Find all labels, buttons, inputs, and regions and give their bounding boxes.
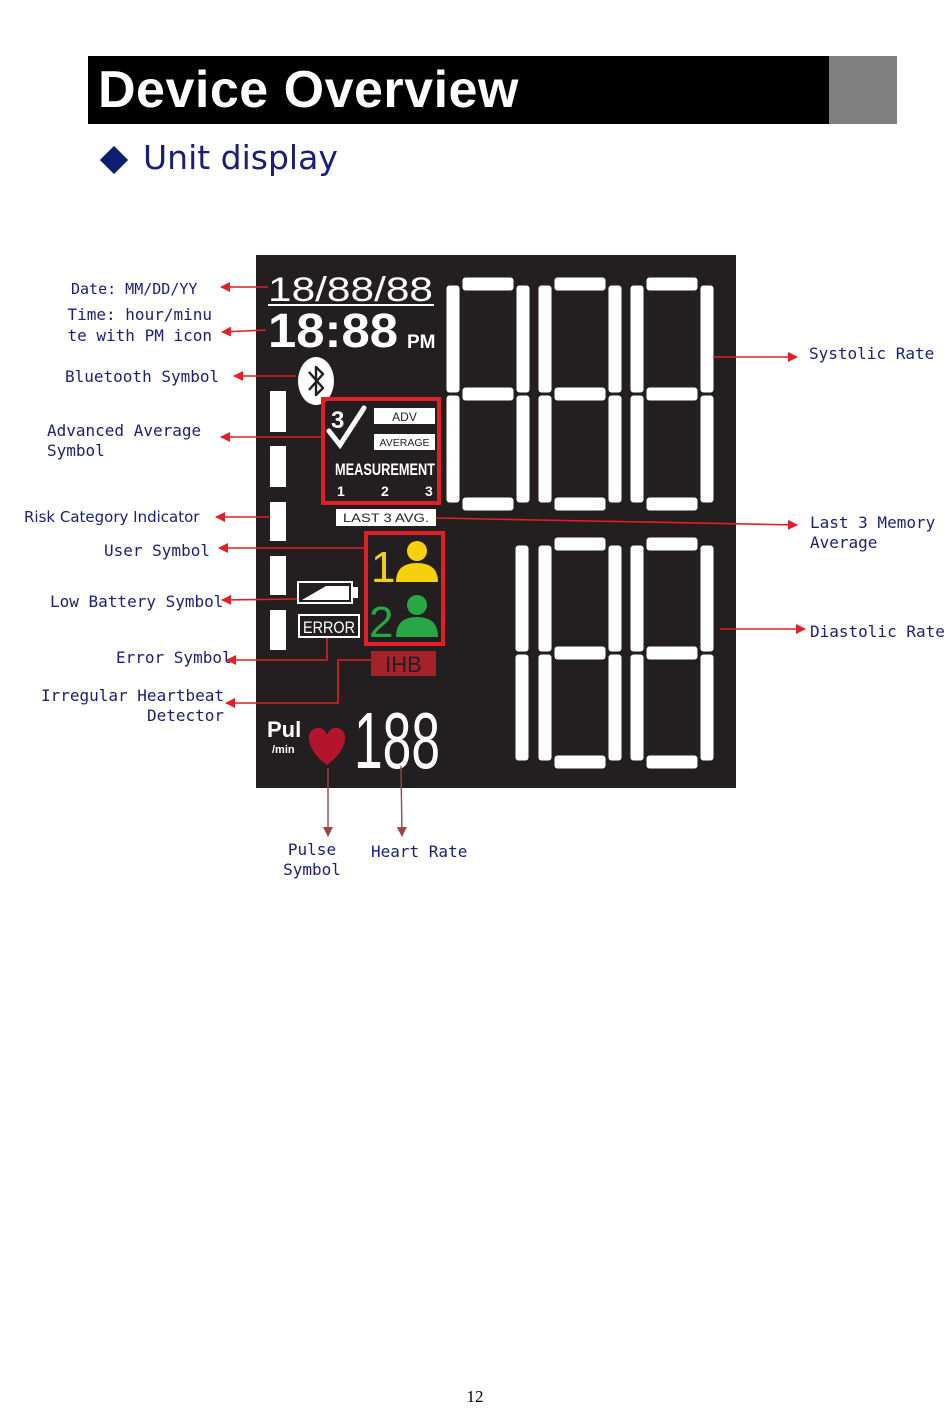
date-callout: Date: MM/DD/YY [71,280,198,298]
checkmark-icon [326,405,367,450]
bluetooth-icon [298,357,334,405]
systolic-digit-3 [630,277,714,511]
title-banner: Device Overview [88,56,829,124]
last3-avg-label: LAST 3 AVG. [343,511,429,525]
check-count: 3 [331,407,344,434]
error-callout: Error Symbol [116,648,232,667]
risk-category-indicator [270,391,286,650]
measurement-label: MEASUREMENT [335,460,435,479]
user-symbol: 1 2 [364,531,445,647]
last3-callout-line1: Last 3 Memory [810,513,936,532]
average-label: AVERAGE [380,438,430,449]
heart-rate-arrow [396,765,407,837]
advanced-average-symbol: 3 ADV AVERAGE MEASUREMENT 1 2 3 [321,397,441,505]
user-icon [396,541,438,582]
user-callout: User Symbol [104,541,210,560]
diastolic-digit-1 [515,545,529,761]
error-box [298,614,360,638]
time-callout-line1: Time: hour/minu [67,305,213,324]
date-readout: 18/88/88 [268,271,433,309]
risk-category-callout: Risk Category Indicator [24,508,200,526]
large-segment-digits [446,277,714,769]
time-arrow [221,326,267,337]
error-label: ERROR [303,618,355,637]
diastolic-digit-2 [538,537,622,769]
diastolic-digit-3 [630,537,714,769]
user-icon [396,595,438,637]
title-banner-accent [829,56,897,124]
page-number: 12 [466,1387,484,1406]
user-2-number: 2 [369,598,393,647]
section-title: Unit display [143,138,338,177]
ihb-callout-line1: Irregular Heartbeat [40,686,224,705]
advanced-average-callout-line1: Advanced Average [47,421,202,440]
callout-lines [215,282,806,837]
systolic-callout: Systolic Rate [809,344,935,363]
diastolic-callout: Diastolic Rate [810,622,945,641]
ihb-box [371,651,436,676]
battery-arrow [221,594,298,605]
battery-icon [297,581,358,604]
error-arrow [226,638,328,665]
last3-callout-line2: Average [810,533,878,552]
page-title: Device Overview [98,61,519,119]
last3-avg-box [336,509,436,526]
bluetooth-callout: Bluetooth Symbol [65,367,220,386]
time-callout-line2: te with PM icon [67,326,213,345]
heart-rate-callout: Heart Rate [371,842,468,861]
measurement-number-3: 3 [425,483,433,499]
advanced-average-callout-line2: Symbol [47,441,105,460]
ihb-arrow [225,659,371,708]
heart-icon [308,727,346,765]
systolic-digit-2 [538,277,622,511]
adv-label: ADV [392,410,417,424]
per-min-label: /min [272,744,295,756]
systolic-digit-1 [446,277,530,511]
ihb-callout-line2: Detector [146,706,224,725]
pulse-readout: 188 [354,696,440,785]
measurement-number-2: 2 [381,483,389,499]
pm-indicator: PM [407,332,436,353]
ihb-label: IHB [385,652,422,677]
time-readout: 18:88 [268,305,398,358]
pulse-callout-line1: Pulse [287,840,337,859]
user-1-number: 1 [371,543,395,592]
last3-arrow [435,517,798,530]
low-battery-callout: Low Battery Symbol [50,592,224,611]
measurement-number-1: 1 [337,483,345,499]
pulse-callout-line2: Symbol [283,860,341,879]
pul-label: Pul [267,717,301,742]
